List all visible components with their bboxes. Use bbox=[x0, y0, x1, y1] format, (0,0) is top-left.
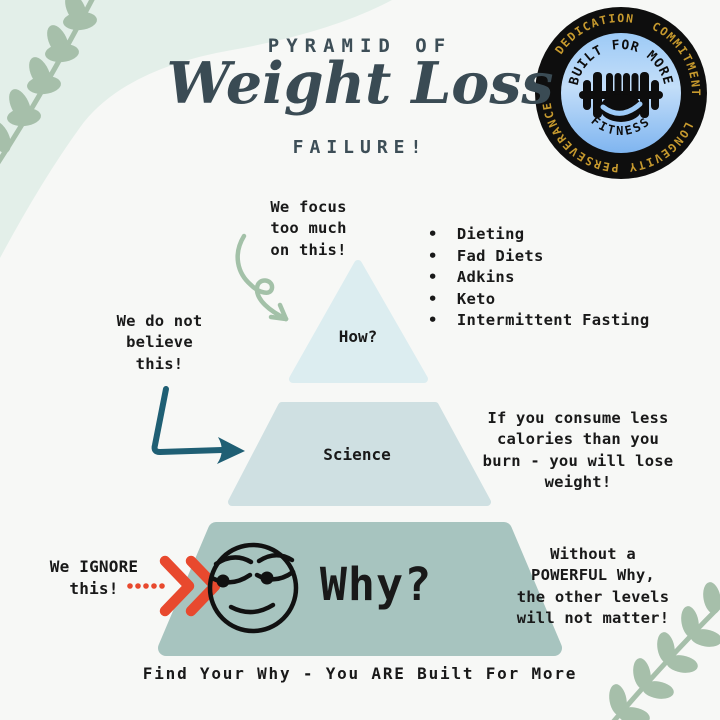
list-item: Adkins bbox=[428, 267, 650, 289]
note-we-ignore: We IGNORE this! bbox=[49, 557, 139, 599]
unamused-face-icon bbox=[207, 542, 299, 634]
pyramid-label-science: Science bbox=[323, 445, 391, 464]
title-subtitle: FAILURE! bbox=[292, 137, 428, 158]
note-do-not-believe: We do not believe this! bbox=[116, 312, 203, 373]
leaf-branch-bottom-right-icon bbox=[609, 582, 720, 720]
leaf-branch-top-left-icon bbox=[0, 0, 97, 165]
page-title: Weight Loss bbox=[166, 50, 554, 117]
list-item: Fad Diets bbox=[428, 246, 650, 268]
how-methods-list: Dieting Fad Diets Adkins Keto Intermitte… bbox=[428, 224, 650, 332]
teal-arrow-icon bbox=[151, 386, 245, 464]
pyramid-level-how bbox=[289, 260, 428, 383]
list-item: Dieting bbox=[428, 224, 650, 246]
note-focus-too-much: We focus too much on this! bbox=[270, 198, 347, 259]
pyramid-label-why: Why? bbox=[319, 558, 433, 611]
fist-dumbbell-icon bbox=[579, 72, 663, 122]
list-item: Intermittent Fasting bbox=[428, 310, 650, 332]
red-chevron-arrow-icon bbox=[127, 555, 221, 617]
footer-tagline: Find Your Why - You ARE Built For More bbox=[142, 664, 578, 683]
fitness-badge: DEDICATION COMMITMENT LONGEVITY PERSEVER… bbox=[535, 7, 707, 179]
pyramid-label-how: How? bbox=[338, 327, 378, 346]
title-kicker: PYRAMID OF bbox=[267, 35, 453, 57]
curly-arrow-icon bbox=[235, 233, 289, 322]
mint-blob bbox=[0, 0, 392, 258]
pyramid-level-science bbox=[228, 402, 491, 506]
list-item: Keto bbox=[428, 289, 650, 311]
note-calories: If you consume less calories than you bu… bbox=[482, 409, 674, 492]
note-powerful-why: Without a POWERFUL Why, the other levels… bbox=[516, 545, 670, 628]
